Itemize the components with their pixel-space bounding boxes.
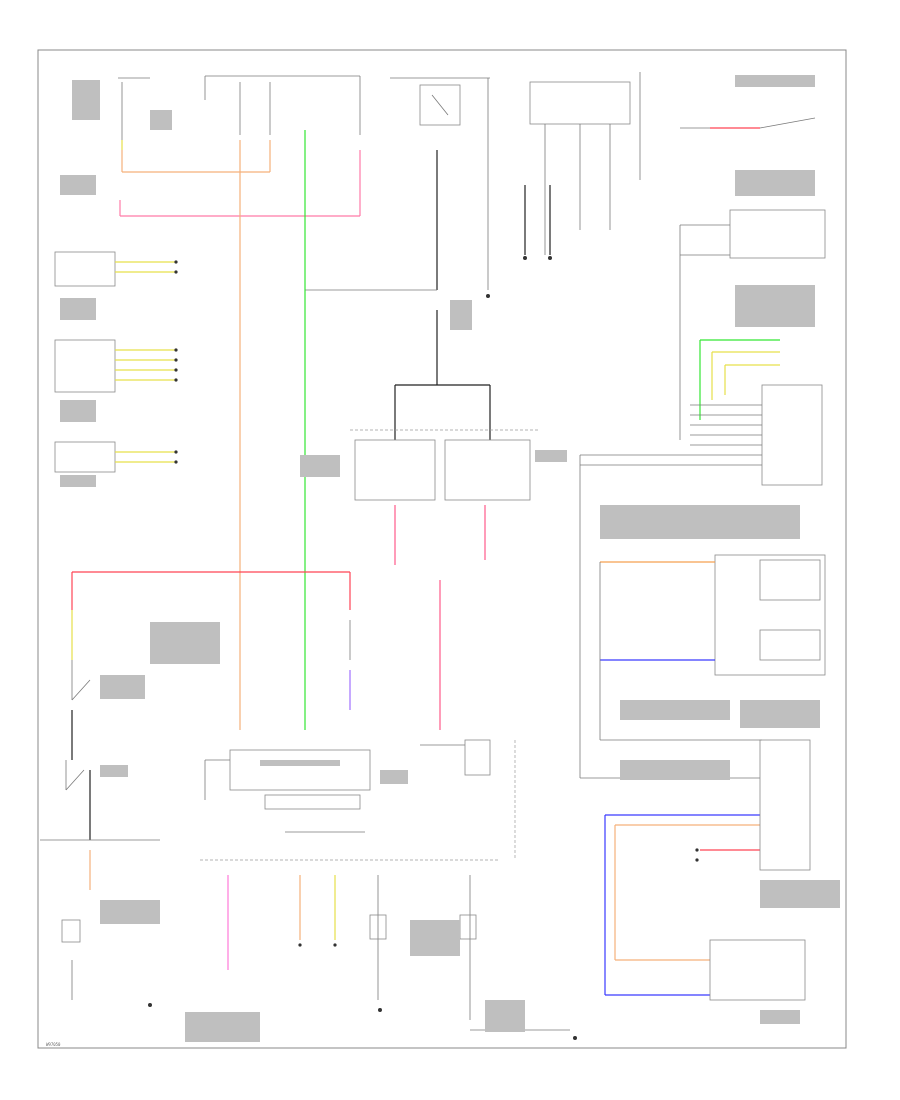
top-left-components [54,75,361,473]
front-driver-seat-heater-box [444,439,531,501]
bottom-center-components [200,831,577,1040]
bottom-right-components [604,739,811,1001]
left-switch-column [40,610,160,1007]
diagram-frame [37,49,847,1049]
seat-module-connector [761,384,823,486]
power-supply-circuit [204,739,516,860]
right-module [579,339,823,779]
diagram-code: W97050 [46,1042,61,1047]
center-top-components [305,77,540,501]
lumbar-section [599,554,826,741]
connector-pins-left [115,260,178,464]
front-passenger-seat-heater-box [354,439,436,501]
label-text-blocks [60,75,840,1042]
ground-connectors-top [523,185,552,260]
top-right-components [523,72,826,440]
main-vertical-wires [71,130,486,730]
